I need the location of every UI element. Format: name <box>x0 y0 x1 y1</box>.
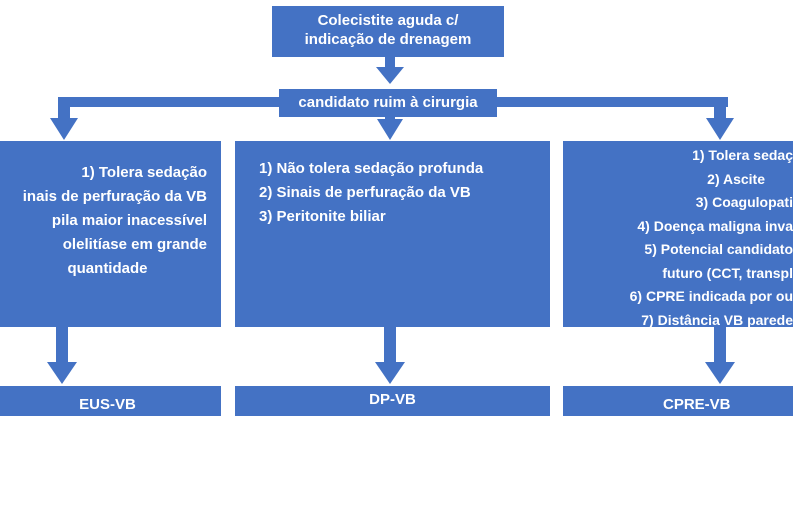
criteria-left-line-2: inais de perfuração da VB <box>22 188 207 205</box>
criteria-left-line-4: olelitíase em grande <box>62 236 207 253</box>
criteria-left-line-5: quantidade <box>67 260 148 277</box>
outcome-right-label: CPRE-VB <box>663 396 731 413</box>
criteria-right-line-2: 2) Ascite <box>707 170 765 187</box>
outcome-eus-vb: EUS-VB <box>0 386 221 416</box>
poor-candidate-box: candidato ruim à cirurgia <box>279 89 497 117</box>
criteria-center-line-3: 3) Peritonite biliar <box>259 208 386 225</box>
criteria-right-line-5: 5) Potencial candidato <box>644 241 793 257</box>
poor-candidate-label: candidato ruim à cirurgia <box>298 94 478 111</box>
criteria-box-center: 1) Não tolera sedação profunda 2) Sinais… <box>235 141 550 327</box>
criteria-right-line-3: 3) Coagulopati <box>695 194 793 210</box>
criteria-left-line-1: 1) Tolera sedação <box>81 164 207 181</box>
criteria-box-right: 1) Tolera sedaç 2) Ascite 3) Coagulopati… <box>563 141 793 328</box>
criteria-right-line-6: futuro (CCT, transpl <box>662 264 793 281</box>
criteria-box-left: 1) Tolera sedação inais de perfuração da… <box>0 141 221 327</box>
outcome-center-label: DP-VB <box>369 391 416 408</box>
criteria-right-line-1: 1) Tolera sedaç <box>692 147 793 163</box>
outcome-cpre-vb: CPRE-VB <box>563 386 793 416</box>
criteria-right-line-8: 7) Distância VB parede <box>641 311 793 328</box>
criteria-right-line-7: 6) CPRE indicada por ou <box>629 288 793 304</box>
criteria-left-line-3: pila maior inacessível <box>51 212 207 229</box>
indication-line-2: indicação de drenagem <box>304 31 472 48</box>
outcome-left-label: EUS-VB <box>79 396 136 413</box>
criteria-right-line-4: 4) Doença maligna inva <box>637 217 793 234</box>
indication-box: Colecistite aguda c/ indicação de drenag… <box>272 6 504 57</box>
criteria-center-line-1: 1) Não tolera sedação profunda <box>259 160 484 177</box>
outcome-dp-vb: DP-VB <box>235 386 550 416</box>
criteria-center-line-2: 2) Sinais de perfuração da VB <box>259 184 471 201</box>
indication-line-1: Colecistite aguda c/ <box>317 12 459 29</box>
